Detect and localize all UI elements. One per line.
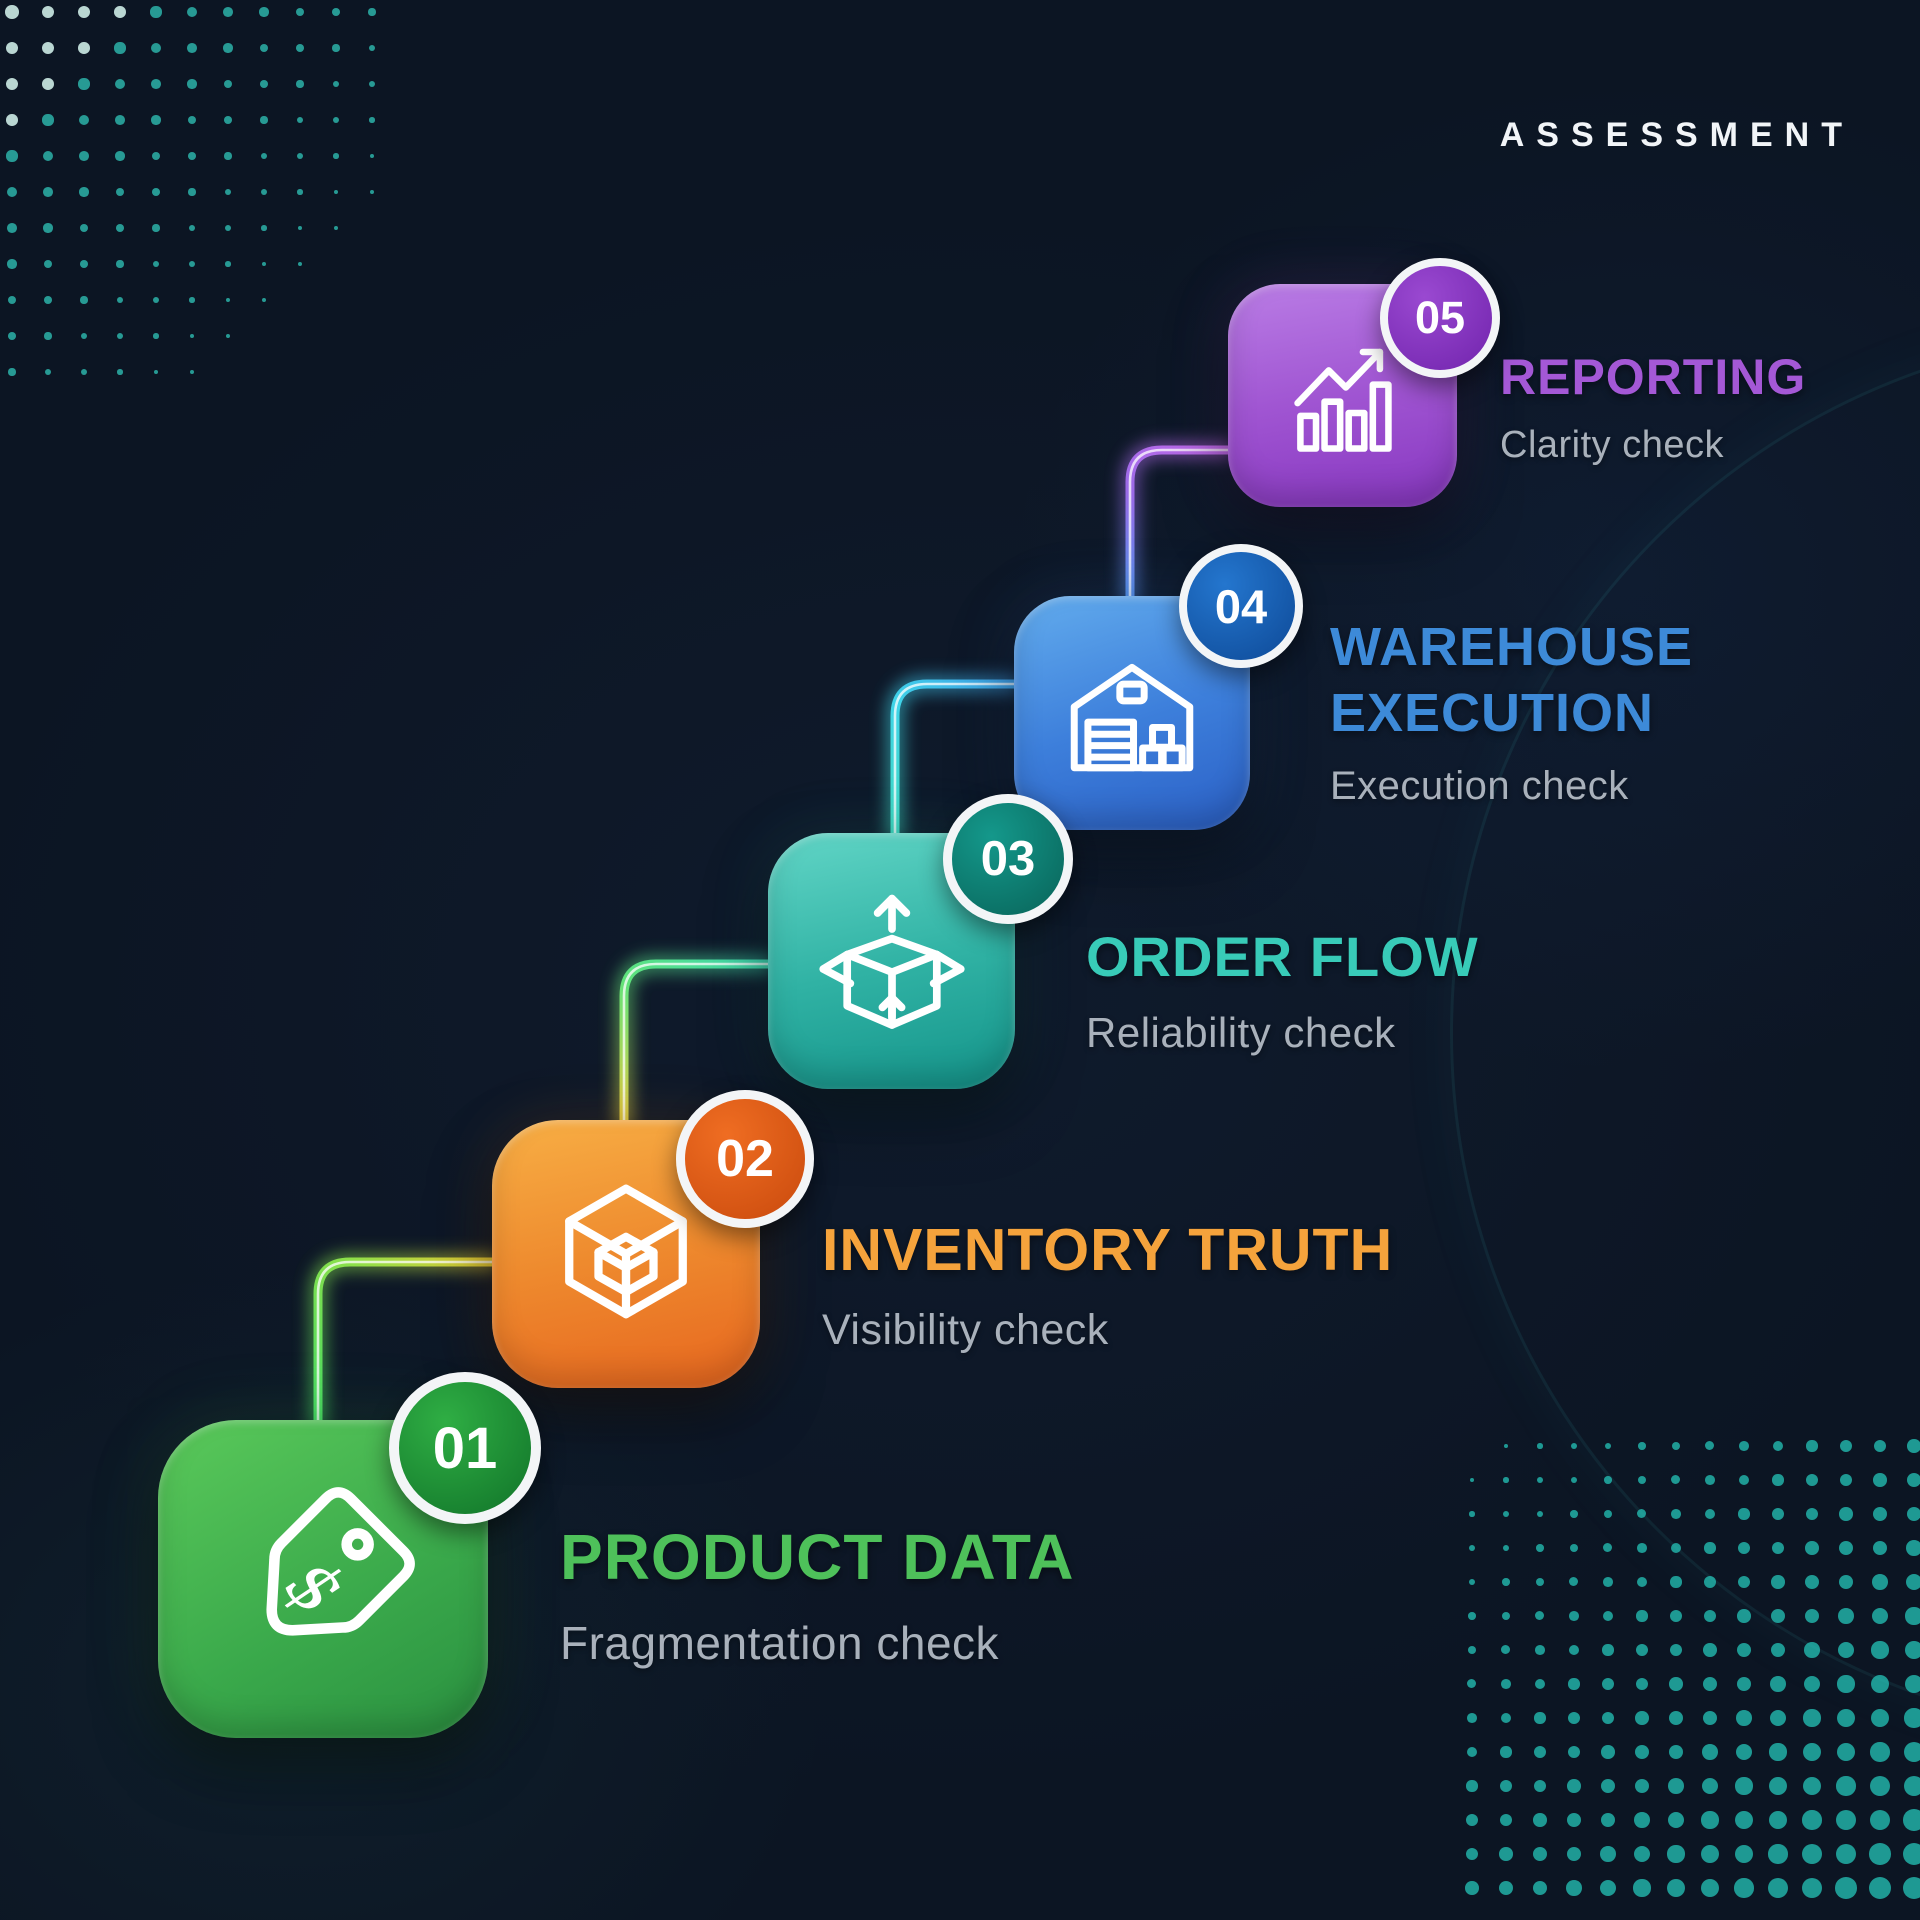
step-title-01: PRODUCT DATA — [560, 1521, 1075, 1593]
step-title-05: REPORTING — [1500, 349, 1807, 405]
step-text-01: PRODUCT DATA Fragmentation check — [560, 1520, 1074, 1670]
step-badge-04: 04 — [1179, 544, 1303, 668]
warehouse-icon — [1070, 663, 1194, 772]
connector-01-02 — [309, 1253, 502, 1433]
step-text-05: REPORTING Clarity check — [1500, 348, 1806, 467]
step-subtitle-02: Visibility check — [822, 1306, 1109, 1354]
price-tag-icon: $ — [266, 1487, 415, 1636]
step-badge-01: 01 — [389, 1372, 541, 1524]
step-badge-05: 05 — [1380, 258, 1500, 378]
step-title-04: WAREHOUSE EXECUTION — [1330, 617, 1694, 743]
connector-02-03 — [615, 955, 777, 1133]
step-number-04: 04 — [1214, 579, 1268, 633]
step-text-03: ORDER FLOW Reliability check — [1086, 924, 1479, 1057]
step-text-04: WAREHOUSE EXECUTION Execution check — [1330, 614, 1800, 809]
step-subtitle-03: Reliability check — [1086, 1009, 1396, 1056]
connector-03-04 — [886, 675, 1023, 845]
step-number-01: 01 — [432, 1415, 498, 1481]
step-title-03: ORDER FLOW — [1086, 925, 1479, 988]
step-badge-03: 03 — [943, 794, 1073, 924]
step-title-02: INVENTORY TRUTH — [822, 1217, 1394, 1283]
header-label: ASSESSMENT — [1499, 116, 1854, 154]
cube-icon — [565, 1184, 687, 1319]
step-badge-02: 02 — [676, 1090, 814, 1228]
step-number-02: 02 — [716, 1130, 774, 1188]
connector-04-05 — [1121, 441, 1237, 609]
step-subtitle-05: Clarity check — [1500, 424, 1724, 466]
step-number-03: 03 — [980, 832, 1036, 886]
step-subtitle-04: Execution check — [1330, 764, 1629, 808]
step-card-01: $ — [158, 1420, 488, 1738]
open-box-icon — [818, 894, 965, 1029]
bar-chart-icon — [1293, 348, 1392, 452]
step-text-02: INVENTORY TRUTH Visibility check — [822, 1216, 1393, 1355]
step-number-05: 05 — [1414, 292, 1466, 343]
step-subtitle-01: Fragmentation check — [560, 1617, 1000, 1669]
